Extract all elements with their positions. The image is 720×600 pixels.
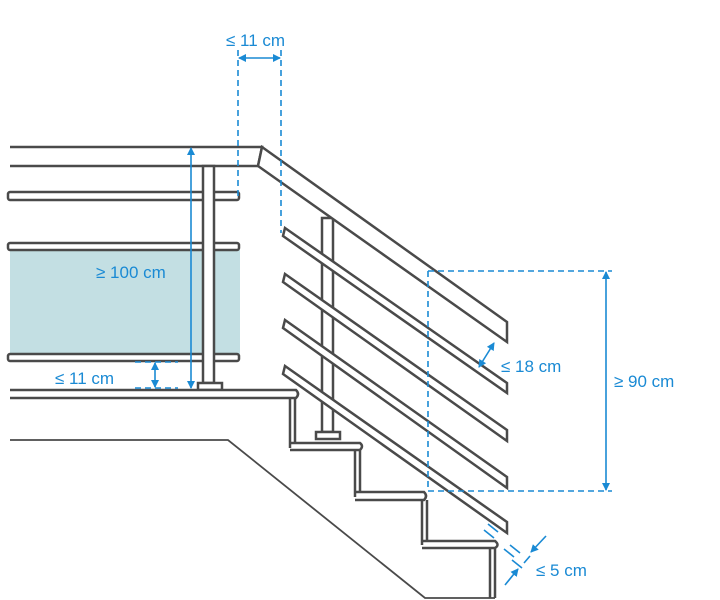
nosing-arrow-b bbox=[504, 568, 519, 586]
landing-rail bbox=[6, 241, 241, 252]
stair-rail bbox=[281, 271, 509, 444]
nosing-arrow-a bbox=[530, 535, 547, 553]
label-bottom-gap: ≤ 11 cm bbox=[55, 369, 114, 388]
stair-steps bbox=[288, 398, 499, 598]
stair-railing bbox=[10, 144, 509, 599]
label-baluster-gap: ≤ 11 cm bbox=[226, 31, 285, 50]
landing-handrail bbox=[10, 145, 264, 168]
landing-rail bbox=[6, 352, 241, 363]
label-landing-height: ≥ 100 cm bbox=[96, 263, 166, 282]
glass-panel bbox=[10, 250, 240, 354]
post-base bbox=[314, 430, 342, 441]
label-stair-height: ≥ 90 cm bbox=[614, 372, 674, 391]
stair-rail bbox=[281, 317, 509, 491]
label-rail-spacing: ≤ 18 cm bbox=[501, 357, 561, 376]
dimension-lines bbox=[135, 50, 612, 586]
landing-rail bbox=[6, 190, 241, 202]
stair-stringer bbox=[10, 439, 495, 599]
label-nosing-gap: ≤ 5 cm bbox=[536, 561, 587, 580]
stair-handrail bbox=[256, 144, 509, 345]
rail-spacing-arrow bbox=[478, 342, 495, 368]
landing-post bbox=[201, 164, 216, 385]
landing-floor bbox=[10, 388, 300, 400]
stair-rail bbox=[281, 225, 509, 396]
